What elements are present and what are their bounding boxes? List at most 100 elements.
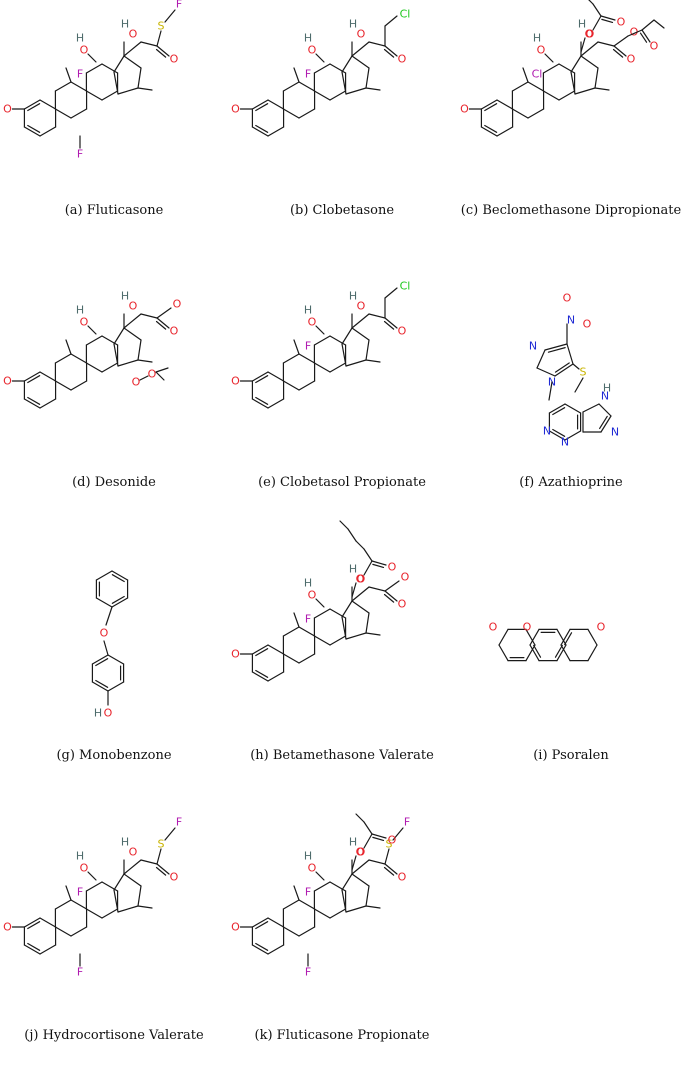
bond [572, 363, 580, 370]
double-bond [552, 407, 566, 416]
molecule-structure-g: OOH [91, 570, 129, 720]
double-bond [533, 644, 542, 658]
bond [95, 597, 113, 608]
bond [137, 885, 142, 907]
bond [329, 335, 347, 346]
double-bond [156, 863, 170, 875]
double-bond [383, 320, 395, 330]
bond [101, 362, 119, 373]
atom-label-o: O [586, 28, 595, 41]
bond [594, 67, 599, 89]
bond [313, 90, 331, 101]
double-bond [156, 317, 170, 329]
bond [101, 90, 119, 101]
bond [329, 635, 347, 646]
atom-label-o: O [398, 598, 407, 611]
atom-label-h: H [76, 850, 84, 863]
bond [267, 126, 285, 137]
double-bond [255, 942, 269, 951]
double-bond [548, 430, 566, 441]
bond [329, 63, 347, 74]
bond [70, 108, 88, 119]
bond [341, 873, 353, 891]
atom-label-o: O [231, 921, 240, 934]
double-bond [384, 317, 398, 329]
bond [282, 353, 300, 364]
double-bond [111, 570, 129, 581]
bond [282, 626, 300, 637]
bond [498, 628, 509, 646]
bond [341, 55, 353, 73]
double-bond [251, 398, 269, 409]
panel-caption: (d) Desonide [72, 475, 156, 490]
bond [54, 926, 72, 937]
atom-label-o: O [537, 44, 546, 57]
atom-label-o: O [357, 28, 366, 41]
bond [527, 81, 545, 92]
double-bond [27, 103, 41, 112]
bond [598, 403, 612, 417]
bond [313, 608, 331, 619]
methyl-bond [137, 87, 153, 91]
bond [582, 403, 600, 413]
atom-label-f: F [305, 68, 311, 81]
atom-label-o: O [3, 103, 12, 116]
atom-label-h: H [304, 32, 312, 45]
bond [298, 353, 316, 364]
bond [117, 359, 139, 367]
bond [282, 899, 300, 910]
atom-label-o: O [104, 707, 113, 720]
chain-bond [339, 520, 349, 530]
bond [95, 570, 113, 581]
methyl-bond [594, 87, 610, 91]
double-bond [251, 99, 269, 110]
chain-bond [653, 19, 665, 29]
atom-label-s: S [580, 366, 587, 379]
bond [123, 873, 142, 887]
bond [113, 327, 125, 345]
atom-label-h: H [349, 563, 357, 576]
methyl-bond [365, 359, 381, 363]
double-bond [480, 99, 498, 110]
bond [365, 612, 370, 634]
atom-label-h: H [304, 577, 312, 590]
bond [341, 616, 347, 640]
bond [351, 855, 357, 871]
bond [597, 41, 615, 47]
bond [137, 339, 142, 361]
atom-label-h: H [349, 290, 357, 303]
double-bond [547, 347, 566, 353]
bond [156, 848, 162, 865]
bond [351, 55, 370, 69]
bond [384, 287, 398, 299]
bond [329, 908, 347, 919]
double-bond [155, 48, 167, 58]
double-bond [641, 29, 651, 43]
bond [282, 653, 300, 664]
atom-label-o: O [80, 44, 89, 57]
bond [315, 325, 325, 335]
bond [345, 905, 367, 913]
double-bond [23, 126, 41, 137]
bond [70, 353, 88, 364]
methyl-bond [365, 87, 381, 91]
bond [313, 335, 331, 346]
bond [298, 380, 316, 391]
double-bond [27, 921, 41, 930]
atom-label-h: H [603, 382, 611, 395]
double-bond [613, 45, 627, 57]
atom-label-h: H [121, 18, 129, 31]
atom-label-h: H [533, 32, 541, 45]
bond [527, 108, 545, 119]
bond [496, 126, 514, 137]
atom-label-o: O [231, 375, 240, 388]
double-bond [384, 45, 398, 57]
atom-label-f: F [305, 340, 311, 353]
bond [54, 108, 72, 119]
bond [103, 640, 109, 656]
atom-label-s: S [386, 838, 393, 851]
bond [341, 600, 353, 618]
bond [574, 87, 596, 95]
bond [156, 307, 172, 319]
